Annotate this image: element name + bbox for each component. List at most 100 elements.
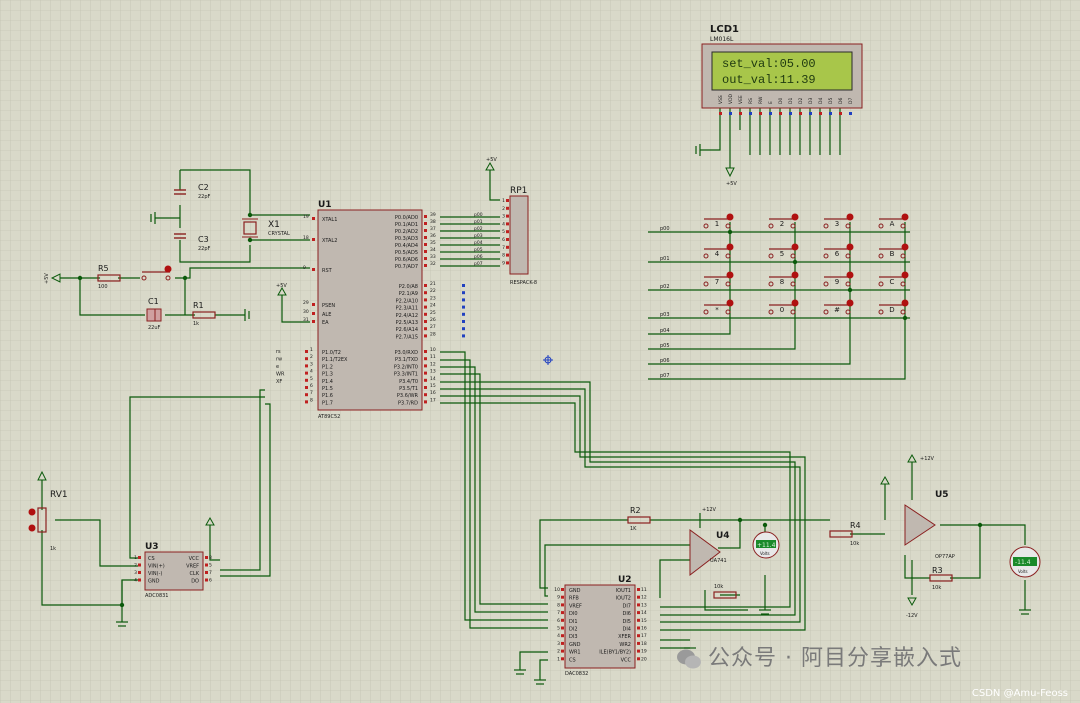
lcd-pin-d1: D1 (788, 98, 794, 104)
u2-pin-di2: DI2 (569, 627, 578, 633)
pin-marker (729, 112, 732, 115)
u1-pin-p3.4/t0: P3.4/T0 (399, 379, 418, 385)
u1-net-p00: p00 (474, 212, 483, 218)
opamp-u5[interactable] (904, 504, 936, 546)
pin-marker (138, 578, 141, 582)
r1-ref: R1 (193, 301, 204, 310)
lcd-module[interactable]: LCD1 LM016L set_val:05.00 out_val:11.39 … (701, 24, 863, 115)
capacitor-c2[interactable] (174, 189, 186, 195)
resistor-pack-rp1[interactable] (509, 195, 529, 275)
keypad-key-0[interactable]: 0 (768, 299, 799, 315)
resistor-r2[interactable] (627, 516, 651, 524)
u1-pin-num: 34 (430, 247, 436, 253)
resistor-r3[interactable] (929, 574, 953, 582)
potentiometer-rv1[interactable] (28, 507, 47, 533)
pin-marker (424, 229, 427, 232)
adc-supply-arrow (205, 516, 215, 526)
r5-ref: R5 (98, 264, 109, 273)
keypad-key-6[interactable]: 6 (823, 243, 854, 259)
dac-u2[interactable] (564, 584, 636, 669)
u1-pin-p0.3/ad3: P0.3/AD3 (395, 236, 418, 242)
pin-marker (829, 112, 832, 115)
keypad-4x4[interactable]: 1 2 3 A 4 5 6 B 7 8 9 C * 0 # D (703, 213, 909, 315)
u1-pin-num: 37 (430, 226, 436, 232)
u2-pin-num: 1 (557, 656, 560, 662)
keypad-key-#[interactable]: # (823, 299, 854, 315)
r2-value: 1K (630, 526, 637, 532)
u2-pin-ile(by1/by2): ILE(BY1/BY2) (599, 650, 631, 656)
pin-marker (506, 214, 509, 218)
pin-marker (637, 588, 640, 591)
keypad-key-8[interactable]: 8 (768, 271, 799, 287)
pin-marker (561, 603, 564, 607)
keypad-key-5[interactable]: 5 (768, 243, 799, 259)
pin-marker (305, 386, 308, 389)
keypad-col-p05: p05 (660, 343, 670, 349)
capacitor-c1[interactable] (146, 308, 162, 322)
u5-ref: U5 (935, 490, 949, 500)
pin-marker (809, 112, 812, 115)
reset-pushbutton[interactable] (141, 265, 172, 281)
keypad-key-1[interactable]: 1 (703, 213, 734, 229)
pin-marker (462, 284, 465, 287)
lcd-model: LM016L (710, 36, 734, 43)
lcd-pin-d7: D7 (848, 98, 854, 104)
u1-net-e: e (276, 364, 279, 370)
pin-marker (789, 112, 792, 115)
keypad-key-3[interactable]: 3 (823, 213, 854, 229)
keypad-key-A[interactable]: A (878, 213, 909, 229)
u1-pin-p2.1/a9: P2.1/A9 (399, 291, 418, 297)
ground-symbol (684, 609, 1031, 649)
u3-pin-vin(+): VIN(+) (148, 564, 165, 570)
x1-ref: X1 (268, 220, 280, 230)
u1-pin-rst: RST (322, 268, 333, 274)
microcontroller-u1[interactable] (317, 209, 423, 411)
u1-pin-p2.5/a13: P2.5/A13 (396, 320, 418, 326)
u1-pin-p3.0/rxd: P3.0/RXD (395, 350, 419, 356)
keypad-key-D[interactable]: D (878, 299, 909, 315)
keypad-key-*[interactable]: * (703, 299, 734, 315)
u1-pin-p3.5/t1: P3.5/T1 (399, 386, 418, 392)
keypad-key-B[interactable]: B (878, 243, 909, 259)
u1-net-rs: rs (276, 349, 281, 355)
keypad-key-4[interactable]: 4 (703, 243, 734, 259)
rp1-pin-2: 2 (502, 206, 505, 212)
u2-pin-num: 8 (557, 602, 560, 608)
keypad-key-2[interactable]: 2 (768, 213, 799, 229)
keypad-key-C[interactable]: C (878, 271, 909, 287)
pin-marker (424, 298, 427, 302)
keypad-key-label: C (890, 278, 895, 286)
u1-pin-xtal2: XTAL2 (322, 238, 337, 244)
pin-marker (312, 238, 315, 241)
opamp-u4[interactable] (689, 529, 721, 577)
u1-pin-p2.6/a14: P2.6/A14 (396, 327, 418, 333)
u5-supply-neg: -12V (906, 613, 918, 619)
capacitor-c3[interactable] (174, 233, 186, 239)
resistor-r4[interactable] (829, 530, 853, 538)
keypad-key-9[interactable]: 9 (823, 271, 854, 287)
keypad-key-label: # (834, 306, 840, 314)
u3-ref: U3 (145, 542, 159, 552)
adc-u3[interactable] (144, 551, 204, 591)
potentiometer-10k[interactable] (713, 591, 737, 599)
pin-marker (138, 556, 141, 559)
crystal-x1[interactable] (242, 218, 258, 238)
resistor-r1[interactable] (192, 311, 216, 319)
pin-marker (462, 327, 465, 331)
resistor-r5[interactable] (97, 274, 121, 282)
u1-pin-p1.7: P1.7 (322, 400, 333, 406)
u1-pin-p3.6/wr: P3.6/WR (397, 393, 419, 399)
r4-ref: R4 (850, 521, 861, 530)
keypad-key-7[interactable]: 7 (703, 271, 734, 287)
u1-pin-num: 11 (430, 354, 436, 360)
pin-marker (637, 618, 640, 622)
u1-pin-labels: XTAL119XTAL218RST9PSEN29ALE30EA31P1.0/T2… (276, 212, 483, 406)
u5-supply-arrow (907, 453, 917, 463)
voltmeter-1: +11.4 Volts (752, 531, 780, 559)
lcd-pin-e: E (768, 101, 774, 104)
u2-pin-wr2: WR2 (619, 642, 631, 648)
u2-pin-num: 15 (641, 618, 647, 624)
u1-pin-p0.1/ad1: P0.1/AD1 (395, 222, 418, 228)
pin-marker (424, 291, 427, 295)
